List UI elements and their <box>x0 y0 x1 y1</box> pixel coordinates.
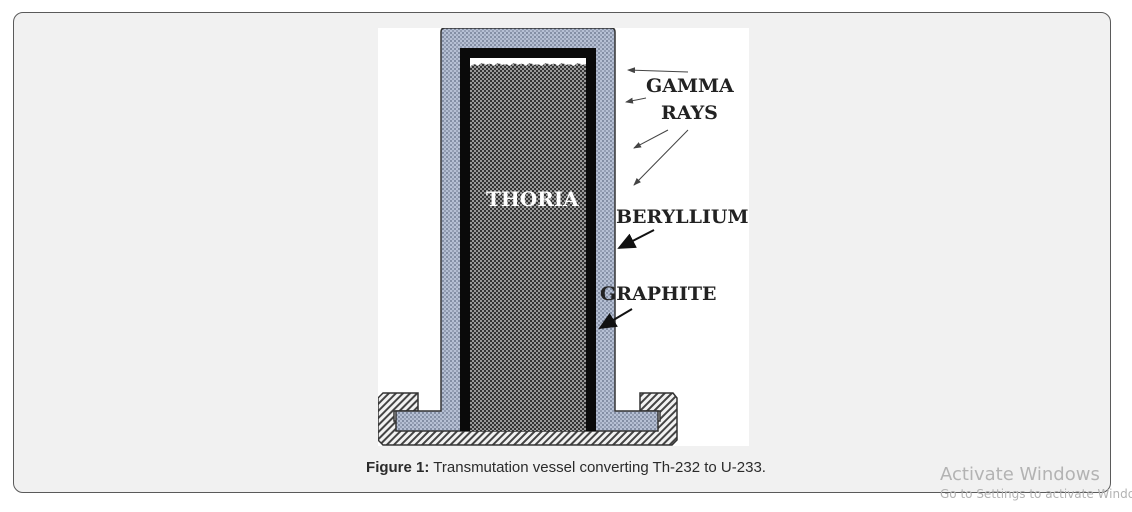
gamma-arrow-3 <box>633 129 669 149</box>
gamma-label: GAMMA <box>646 75 734 97</box>
gamma-arrow-1 <box>627 67 689 74</box>
transmutation-vessel-diagram: THORIA GAMMA RAYS BERYLLIUM GRAPHITE <box>378 28 749 446</box>
watermark-subtitle: Go to Settings to activate Windows. <box>940 487 1132 501</box>
gamma-arrow-4 <box>633 129 689 186</box>
caption-text: Transmutation vessel converting Th-232 t… <box>433 459 766 476</box>
graphite-pointer <box>598 308 633 330</box>
gamma-arrow-2 <box>625 97 647 104</box>
caption-label: Figure 1: <box>366 459 430 476</box>
activate-windows-watermark: Activate Windows Go to Settings to activ… <box>940 464 1132 501</box>
diagram-svg: THORIA GAMMA RAYS BERYLLIUM GRAPHITE <box>378 28 749 446</box>
beryllium-label: BERYLLIUM <box>616 206 749 228</box>
graphite-label: GRAPHITE <box>600 283 717 305</box>
thoria-label: THORIA <box>486 187 579 211</box>
beryllium-pointer <box>617 229 655 249</box>
watermark-title: Activate Windows <box>940 464 1100 485</box>
rays-label: RAYS <box>661 102 718 124</box>
figure-caption: Figure 1: Transmutation vessel convertin… <box>0 459 1132 476</box>
thoria-fill <box>470 63 586 431</box>
